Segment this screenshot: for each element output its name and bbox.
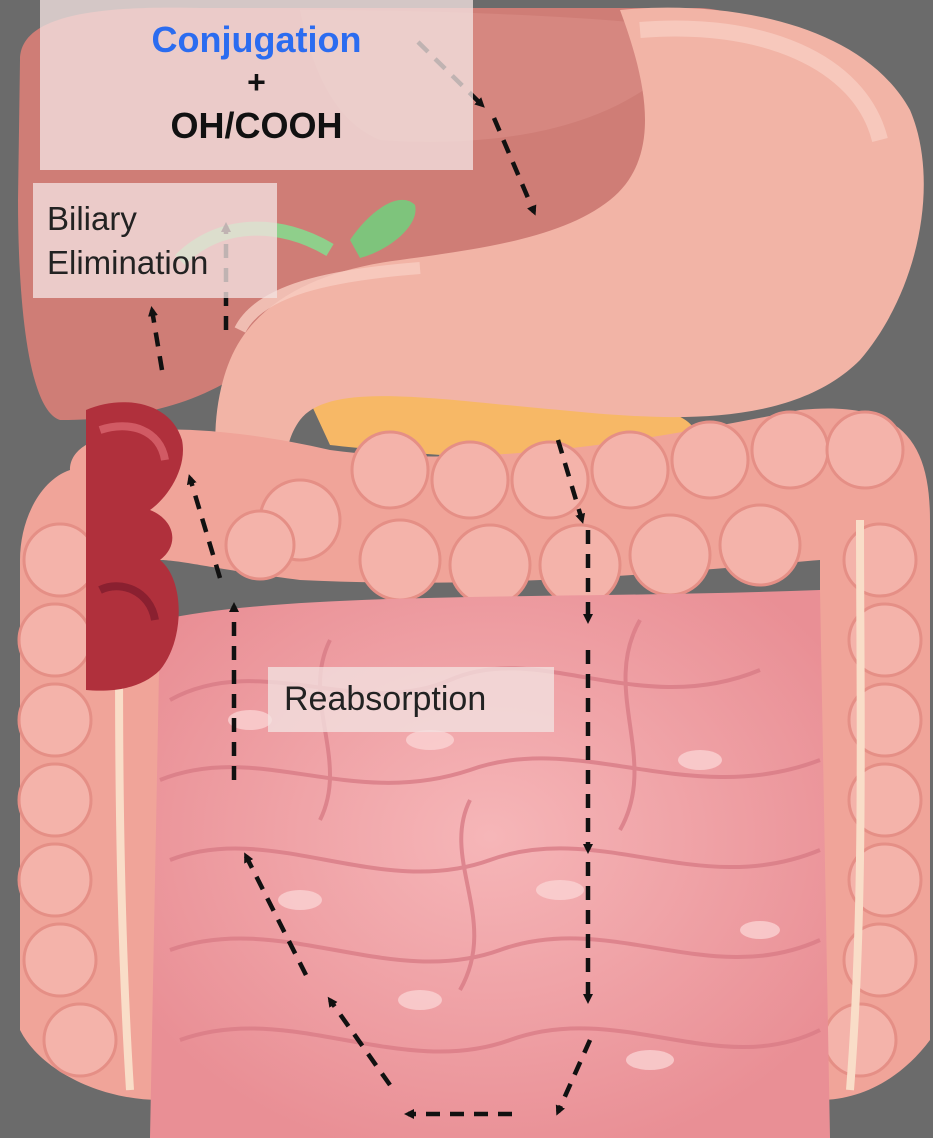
arrow-pancreas-down [555, 439, 586, 524]
arrow-curve-bottom [555, 1039, 593, 1116]
biliary-label-line1: Biliary [47, 200, 137, 237]
arrow-to-kidney [186, 474, 223, 579]
reabsorption-label-box: Reabsorption [268, 667, 554, 732]
functional-groups-label: OH/COOH [170, 105, 343, 146]
arrow-biliary-up-left [148, 306, 165, 371]
plus-sign: + [247, 64, 266, 100]
kidney-organ [86, 402, 183, 691]
arrow-to-duodenum [491, 117, 537, 216]
conjugation-label-box: Conjugation + OH/COOH [40, 0, 473, 170]
reabsorption-label: Reabsorption [284, 680, 487, 718]
biliary-label-line2: Elimination [47, 244, 209, 281]
stomach-organ [215, 7, 924, 531]
conjugation-title: Conjugation [151, 19, 362, 60]
biliary-elimination-box: Biliary Elimination [33, 183, 277, 298]
arrow-up-left-1 [327, 996, 392, 1087]
